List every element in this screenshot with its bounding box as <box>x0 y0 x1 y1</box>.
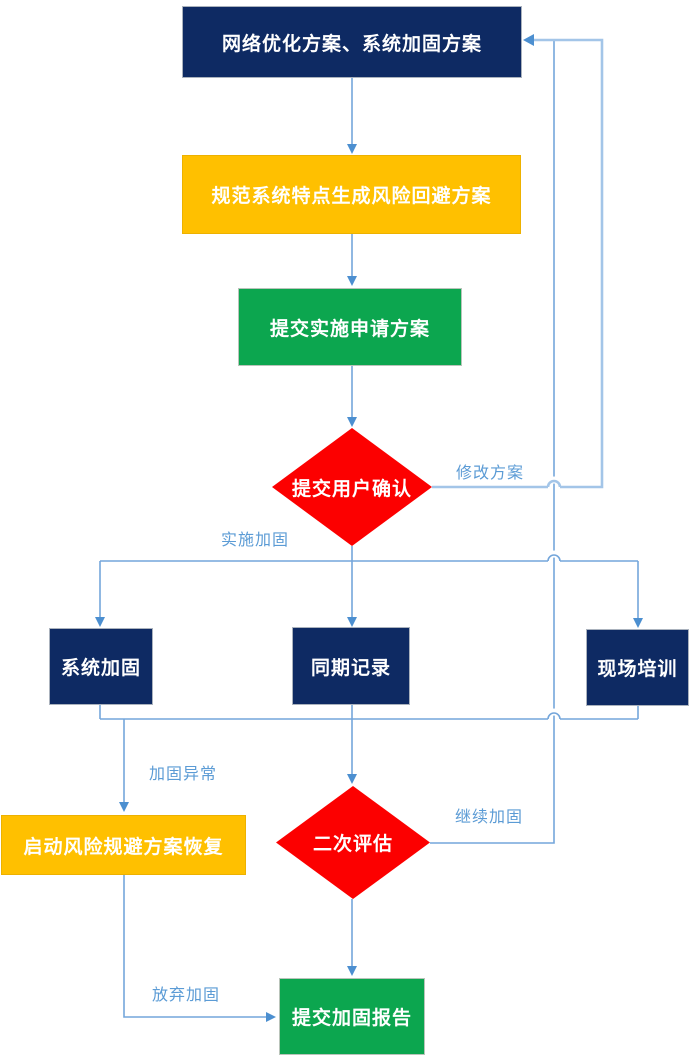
node-submit-report-label: 提交加固报告 <box>291 1008 412 1029</box>
edge-avoidance-to-apply <box>347 234 357 286</box>
edge-merge-line <box>99 705 639 720</box>
edge-label-modify: 修改方案 <box>456 465 525 482</box>
node-system-harden-label: 系统加固 <box>60 658 141 679</box>
edge-abandon <box>123 875 276 1022</box>
edge-abnormal <box>119 719 129 812</box>
node-risk-recover: 启动风险规避方案恢复 <box>1 815 246 875</box>
edge-label-continue: 继续加固 <box>455 809 524 826</box>
node-sync-record-label: 同期记录 <box>310 657 391 679</box>
node-network-plan-label: 网络优化方案、系统加固方案 <box>221 33 482 55</box>
edge-plan-to-avoidance <box>347 78 357 154</box>
node-submit-apply: 提交实施申请方案 <box>238 288 462 366</box>
node-sync-record: 同期记录 <box>292 627 410 705</box>
node-risk-avoidance: 规范系统特点生成风险回避方案 <box>182 155 521 234</box>
node-risk-recover-label: 启动风险规避方案恢复 <box>23 836 224 858</box>
edge-label-implement: 实施加固 <box>221 532 290 549</box>
node-submit-apply-label: 提交实施申请方案 <box>269 318 430 340</box>
node-network-plan: 网络优化方案、系统加固方案 <box>182 6 522 78</box>
node-system-harden: 系统加固 <box>49 628 153 705</box>
node-submit-report: 提交加固报告 <box>279 978 425 1055</box>
node-second-eval-label: 二次评估 <box>312 834 393 855</box>
node-user-confirm-label: 提交用户确认 <box>291 478 412 500</box>
node-risk-avoidance-label: 规范系统特点生成风险回避方案 <box>211 186 492 207</box>
node-onsite-training-label: 现场培训 <box>597 659 678 680</box>
edge-label-abandon: 放弃加固 <box>152 987 221 1004</box>
edge-continue-loop <box>430 40 555 844</box>
edge-apply-to-confirm <box>347 366 357 427</box>
edge-implement-branch <box>95 546 643 628</box>
edge-modify-loop <box>432 34 604 489</box>
node-onsite-training: 现场培训 <box>586 629 689 706</box>
edge-evaluate-to-report <box>347 899 357 976</box>
edge-to-evaluate <box>347 705 357 784</box>
edge-label-abnormal: 加固异常 <box>149 766 218 783</box>
